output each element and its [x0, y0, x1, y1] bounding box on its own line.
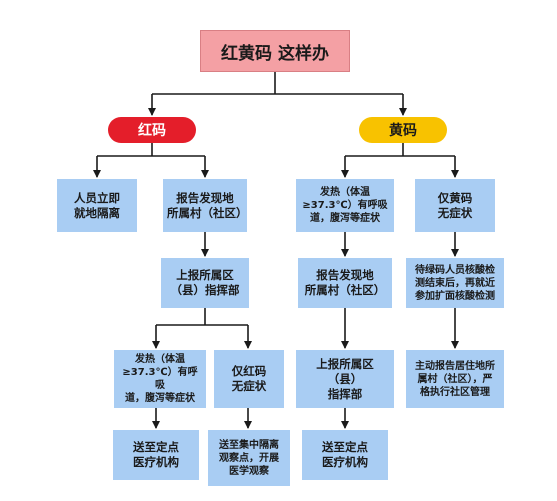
- yellow-to-hospital-box: 送至定点 医疗机构: [302, 430, 388, 480]
- red-code-label: 红码: [108, 117, 196, 143]
- red-no-symptom-box: 仅红码 无症状: [214, 350, 284, 408]
- yellow-report-district-box: 上报所属区（县） 指挥部: [296, 350, 394, 408]
- yellow-code-label: 黄码: [359, 117, 447, 143]
- red-isolate-box: 人员立即 就地隔离: [57, 179, 137, 232]
- yellow-fever-box: 发热（体温 ≥37.3℃）有呼吸 道，腹泻等症状: [296, 179, 394, 232]
- red-report-district-box: 上报所属区 （县）指挥部: [161, 258, 249, 308]
- yellow-report-village-box: 报告发现地 所属村（社区）: [298, 258, 392, 308]
- yellow-nucleic-test-box: 待绿码人员核酸检 测结束后，再就近 参加扩面核酸检测: [406, 258, 504, 308]
- yellow-no-symptom-box: 仅黄码 无症状: [415, 179, 495, 232]
- red-fever-box: 发热（体温 ≥37.3℃）有呼吸 道，腹泻等症状: [114, 350, 206, 408]
- red-to-hospital-box: 送至定点 医疗机构: [113, 430, 199, 480]
- red-central-isolation-box: 送至集中隔离 观察点，开展 医学观察: [208, 430, 290, 486]
- yellow-report-residence-box: 主动报告居住地所 属村（社区），严 格执行社区管理: [406, 350, 504, 408]
- red-report-village-box: 报告发现地 所属村（社区）: [163, 179, 248, 232]
- page-title: 红黄码 这样办: [200, 30, 350, 72]
